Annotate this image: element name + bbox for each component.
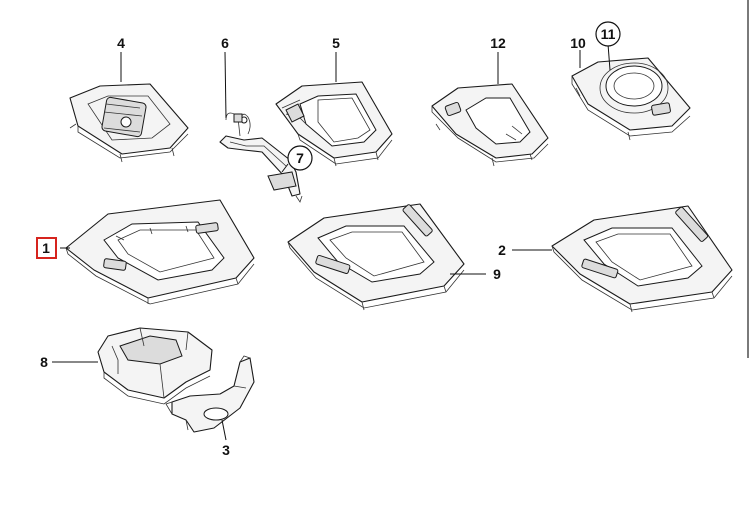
callout-12[interactable]: 12 bbox=[490, 35, 506, 51]
part-5-shifter-frame[interactable] bbox=[275, 81, 393, 167]
part-12-selector-panel[interactable] bbox=[431, 83, 549, 167]
callout-6[interactable]: 6 bbox=[221, 35, 229, 51]
callout-7-circle bbox=[287, 145, 313, 171]
part-4-shifter-panel[interactable] bbox=[69, 83, 189, 163]
part-3-mounting-bracket[interactable] bbox=[165, 355, 255, 433]
part-2-center-console-trim[interactable] bbox=[551, 205, 733, 313]
callout-10[interactable]: 10 bbox=[570, 35, 586, 51]
part-9-center-console-trim[interactable] bbox=[287, 203, 465, 311]
callout-4[interactable]: 4 bbox=[117, 35, 125, 51]
leader-6 bbox=[224, 51, 227, 119]
leader-3 bbox=[221, 419, 227, 441]
callout-labels: 4 6 5 12 10 11 7 1 2 9 8 3 bbox=[36, 21, 621, 458]
callout-1-highlight-box bbox=[36, 237, 57, 259]
callout-9[interactable]: 9 bbox=[493, 266, 501, 282]
leader-lines bbox=[52, 43, 611, 441]
callout-5[interactable]: 5 bbox=[332, 35, 340, 51]
part-10-round-trim[interactable] bbox=[571, 57, 691, 141]
leader-7 bbox=[281, 163, 289, 173]
callout-11-circle bbox=[595, 21, 621, 47]
callout-2[interactable]: 2 bbox=[498, 242, 506, 258]
part-6-bracket-with-cable[interactable] bbox=[219, 112, 303, 203]
callout-7[interactable]: 7 bbox=[296, 150, 304, 166]
part-8-shifter-housing[interactable] bbox=[97, 327, 213, 405]
part-1-center-console-trim[interactable] bbox=[65, 199, 255, 305]
callout-3[interactable]: 3 bbox=[222, 442, 230, 458]
callout-8[interactable]: 8 bbox=[40, 354, 48, 370]
callout-11[interactable]: 11 bbox=[601, 26, 616, 42]
leader-11 bbox=[607, 43, 611, 71]
callout-1[interactable]: 1 bbox=[42, 240, 50, 256]
